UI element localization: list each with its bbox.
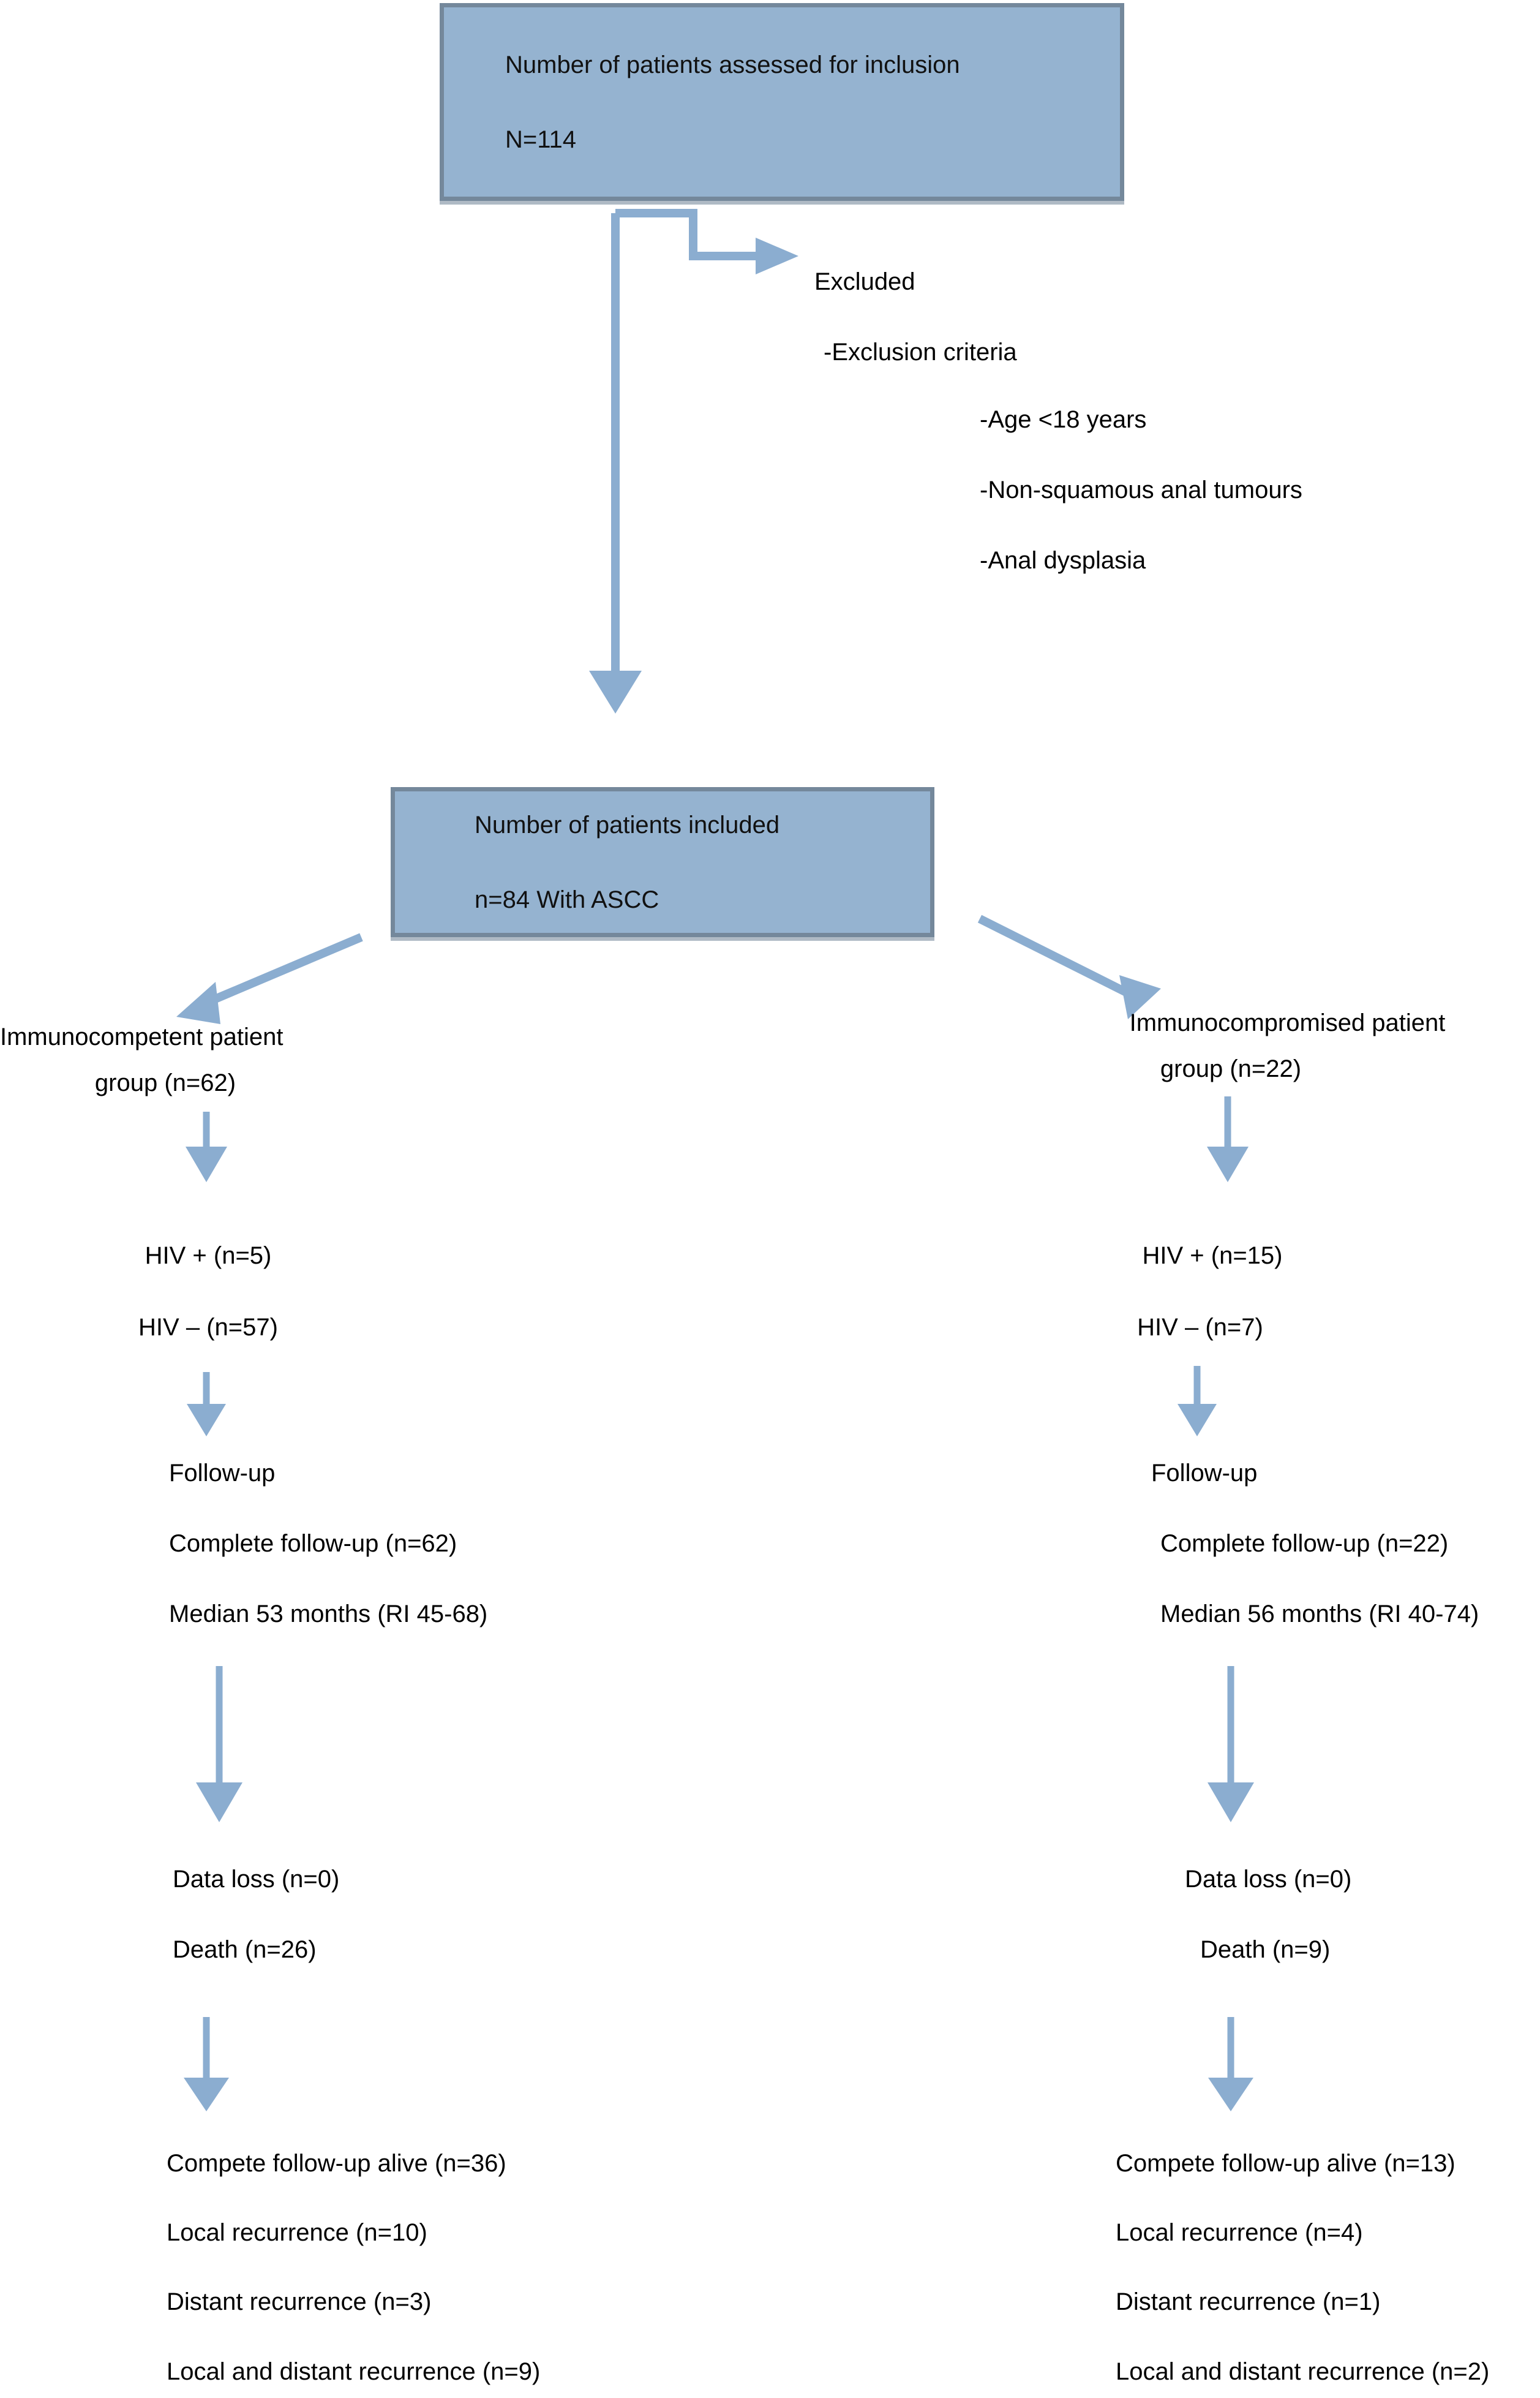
right-hiv-negative: HIV – (n=7)	[1137, 1314, 1263, 1341]
left-death: Death (n=26)	[173, 1936, 317, 1963]
exclusion-criterion-nonsquamous: -Non-squamous anal tumours	[980, 477, 1302, 503]
left-outcome-local-and-distant: Local and distant recurrence (n=9)	[167, 2358, 541, 2385]
right-followup-heading: Follow-up	[1151, 1460, 1258, 1487]
arrow-included-to-right-group	[977, 914, 1161, 1019]
assessed-box-count: N=114	[505, 126, 577, 153]
arrow-left-death-to-outcomes	[184, 2017, 229, 2111]
arrow-left-group-to-hiv	[186, 1112, 227, 1182]
left-complete-followup: Complete follow-up (n=62)	[169, 1530, 457, 1557]
left-outcome-local-recurrence: Local recurrence (n=10)	[167, 2219, 427, 2246]
left-followup-heading: Follow-up	[169, 1460, 276, 1487]
exclusion-criteria-heading: -Exclusion criteria	[824, 339, 1017, 366]
arrow-right-death-to-outcomes	[1208, 2017, 1253, 2111]
exclusion-criterion-age: -Age <18 years	[980, 406, 1147, 433]
arrow-assessed-to-included	[589, 213, 642, 714]
left-hiv-positive: HIV + (n=5)	[145, 1242, 272, 1269]
right-group-label-line1: Immunocompromised patient	[1129, 1009, 1446, 1036]
right-median-followup: Median 56 months (RI 40-74)	[1160, 1601, 1479, 1627]
right-outcome-local-and-distant: Local and distant recurrence (n=2)	[1116, 2358, 1490, 2385]
left-data-loss: Data loss (n=0)	[173, 1866, 340, 1893]
arrow-left-hiv-to-followup	[187, 1372, 226, 1436]
arrow-assessed-to-excluded	[615, 209, 798, 274]
arrow-left-followup-to-dataloss	[196, 1666, 242, 1822]
arrow-included-to-left-group	[176, 933, 363, 1024]
right-outcome-local-recurrence: Local recurrence (n=4)	[1116, 2219, 1363, 2246]
included-patients-box: Number of patients included n=84 With AS…	[391, 787, 934, 937]
arrow-right-group-to-hiv	[1207, 1096, 1249, 1182]
left-outcome-distant-recurrence: Distant recurrence (n=3)	[167, 2288, 432, 2315]
arrow-right-hiv-to-followup	[1178, 1366, 1217, 1436]
left-median-followup: Median 53 months (RI 45-68)	[169, 1601, 488, 1627]
left-group-label-line2: group (n=62)	[94, 1069, 236, 1096]
right-hiv-positive: HIV + (n=15)	[1142, 1242, 1283, 1269]
right-complete-followup: Complete follow-up (n=22)	[1160, 1530, 1449, 1557]
included-box-count: n=84 With ASCC	[475, 886, 659, 913]
left-outcome-alive: Compete follow-up alive (n=36)	[167, 2150, 506, 2177]
assessed-box-title: Number of patients assessed for inclusio…	[505, 51, 960, 78]
exclusion-criterion-dysplasia: -Anal dysplasia	[980, 547, 1146, 574]
arrow-right-followup-to-dataloss	[1208, 1666, 1254, 1822]
included-box-title: Number of patients included	[475, 811, 780, 839]
left-group-label-line1: Immunocompetent patient	[0, 1024, 284, 1050]
right-group-label-line2: group (n=22)	[1160, 1055, 1302, 1082]
right-data-loss: Data loss (n=0)	[1185, 1866, 1352, 1893]
right-outcome-distant-recurrence: Distant recurrence (n=1)	[1116, 2288, 1381, 2315]
assessed-for-inclusion-box: Number of patients assessed for inclusio…	[440, 3, 1124, 201]
excluded-heading: Excluded	[814, 268, 915, 295]
left-hiv-negative: HIV – (n=57)	[138, 1314, 278, 1341]
right-outcome-alive: Compete follow-up alive (n=13)	[1116, 2150, 1455, 2177]
right-death: Death (n=9)	[1200, 1936, 1331, 1963]
